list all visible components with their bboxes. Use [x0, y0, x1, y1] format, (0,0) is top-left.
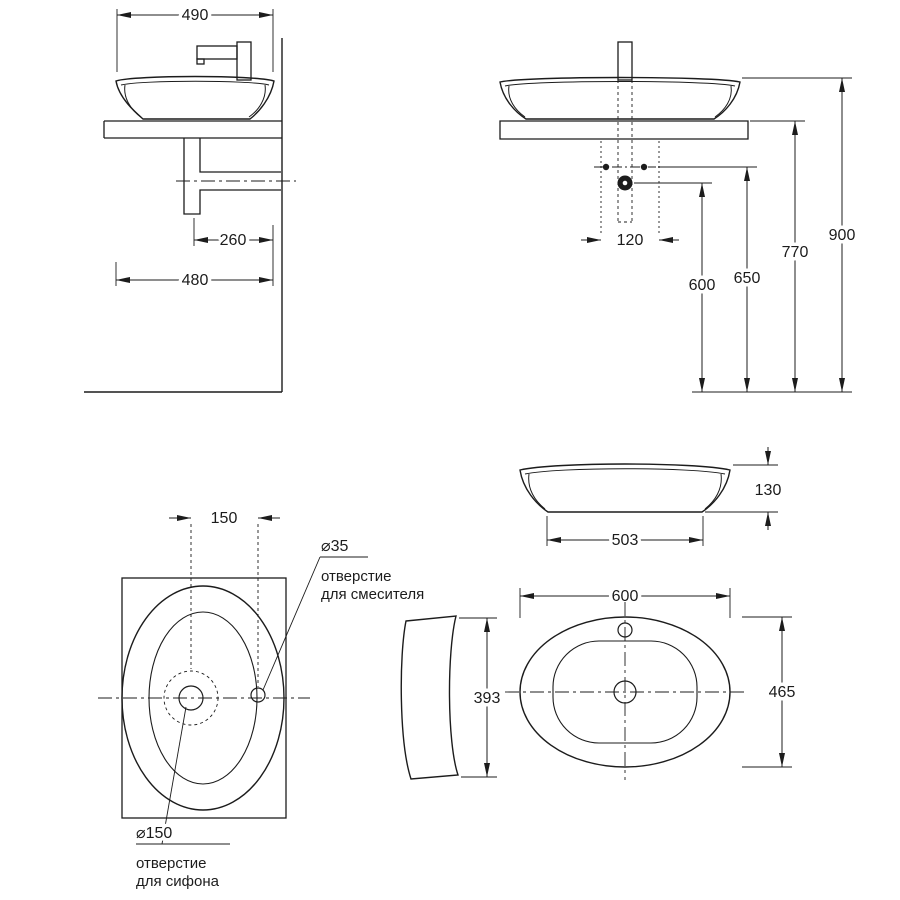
- siphon-hole-caption-line1: отверстие: [136, 855, 206, 872]
- plan-view: 150 ⌀35 отверстие для смесителя ⌀150 отв…: [98, 507, 427, 893]
- dim-label-150: 150: [211, 510, 238, 527]
- basin-side-inner-rim: [120, 80, 270, 86]
- basin-only-front-outline: [519, 463, 731, 513]
- faucet-riser: [617, 41, 633, 81]
- dimension-600-height: 600: [634, 182, 719, 392]
- dim-label-120: 120: [617, 232, 644, 249]
- dim-label-770: 770: [782, 244, 809, 261]
- dimension-465: 465: [742, 616, 799, 768]
- basin-plan-view: 600 465: [505, 585, 799, 780]
- fixing-hole-left: [602, 163, 610, 171]
- fixing-hole-right: [640, 163, 648, 171]
- basin-only-fold-left: [528, 473, 546, 510]
- profile-view: 393: [400, 615, 504, 780]
- dimension-120: 120: [581, 229, 679, 253]
- basin-front-inner-rim: [504, 81, 736, 87]
- dim-label-130: 130: [755, 482, 782, 499]
- dim-label-465: 465: [769, 684, 796, 701]
- mixer-hole-caption-line1: отверстие: [321, 568, 391, 585]
- dimension-393: 393: [459, 617, 504, 778]
- basin-only-inner-rim: [524, 468, 726, 475]
- faucet-spout-tip: [196, 58, 205, 65]
- dimension-260: 260: [193, 218, 274, 286]
- dim-label-490: 490: [182, 7, 209, 24]
- dim-label-260: 260: [220, 232, 247, 249]
- side-view: 490 260 480: [84, 4, 296, 393]
- basin-front-view: 130 503: [519, 447, 785, 553]
- dim-label-600-height: 600: [689, 277, 716, 294]
- dim-label-503: 503: [612, 532, 639, 549]
- dim-label-650: 650: [734, 270, 761, 287]
- basin-side-fold-left: [124, 84, 142, 118]
- siphon-hole-diameter-label: ⌀150: [136, 825, 172, 842]
- dimension-480: 480: [115, 262, 273, 293]
- dimension-130: 130: [705, 447, 785, 530]
- dimension-503: 503: [546, 516, 704, 553]
- dimension-150: 150: [169, 507, 280, 531]
- faucet-body: [236, 41, 252, 81]
- dim-label-900: 900: [829, 227, 856, 244]
- drain-pipe: [183, 138, 281, 215]
- dimension-770: 770: [750, 120, 812, 392]
- siphon-hole-callout: ⌀150 отверстие для сифона: [133, 706, 230, 893]
- mixer-hole-diameter-label: ⌀35: [321, 538, 349, 555]
- mixer-hole-callout: ⌀35 отверстие для смесителя: [262, 535, 427, 691]
- mixer-hole-caption-line2: для смесителя: [321, 586, 424, 603]
- basin-front-fold-left: [508, 85, 526, 118]
- counter-slab-front: [499, 120, 749, 140]
- drain-outlet-center: [622, 180, 628, 186]
- faucet-spout: [196, 45, 238, 60]
- front-view: 120 600 650 770 900: [499, 41, 859, 393]
- basin-front-outline: [499, 76, 741, 120]
- dim-label-480: 480: [182, 272, 209, 289]
- counter-slab: [103, 120, 282, 139]
- basin-only-fold-right: [704, 473, 722, 510]
- siphon-hole-caption-line2: для сифона: [136, 873, 220, 890]
- dim-label-393: 393: [474, 690, 501, 707]
- dimension-900: 900: [742, 77, 859, 392]
- basin-front-fold-right: [714, 85, 732, 118]
- basin-profile-outline: [400, 615, 459, 780]
- dimension-650: 650: [658, 166, 764, 392]
- mixer-hole: [250, 687, 266, 703]
- dimension-490: 490: [116, 4, 274, 72]
- basin-side-fold-right: [248, 84, 266, 118]
